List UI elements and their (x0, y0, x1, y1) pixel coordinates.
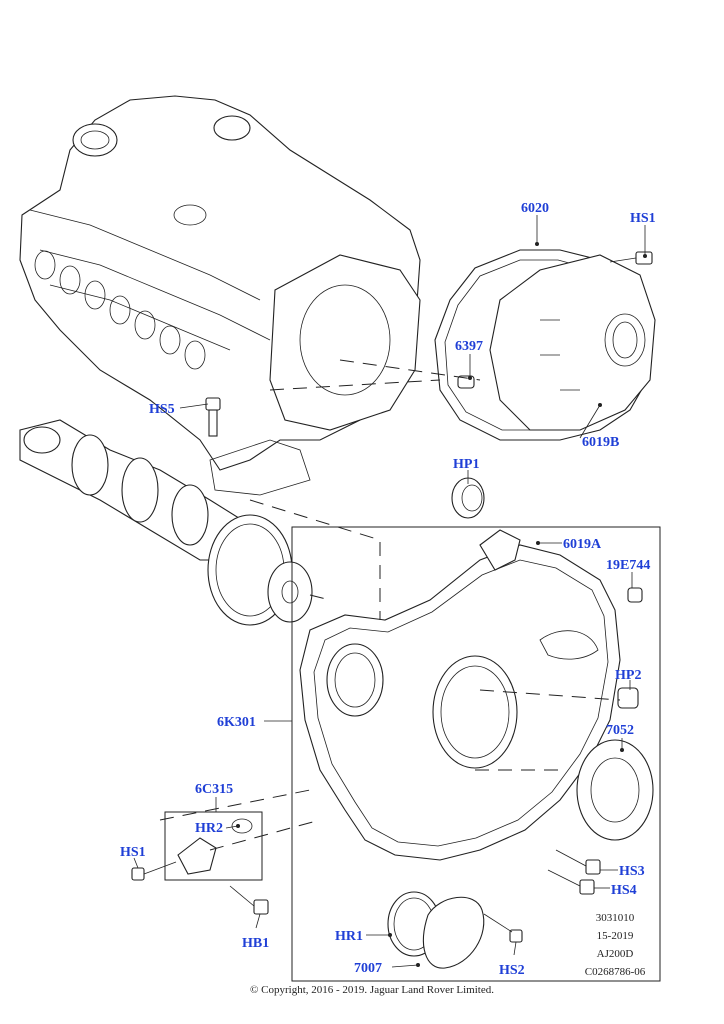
reference-line-3: AJ200D (597, 948, 634, 960)
callout-6c315: 6C315 (195, 782, 233, 797)
callout-6397: 6397 (455, 339, 483, 354)
callout-hs4: HS4 (611, 883, 637, 898)
callout-6k301: 6K301 (217, 715, 256, 730)
callout-hp1: HP1 (453, 457, 479, 472)
cover-plate-7007 (422, 896, 485, 969)
callout-6020: 6020 (521, 201, 549, 216)
callout-hb1: HB1 (242, 936, 269, 951)
callout-6019a: 6019A (563, 537, 602, 552)
reference-line-4: C0268786-06 (585, 966, 646, 978)
timing-housing-6019a (299, 529, 621, 861)
bolt-hs3 (555, 849, 601, 875)
crankshaft-illustration (19, 419, 313, 626)
callout-hs5: HS5 (149, 402, 175, 417)
callout-hr2: HR2 (195, 821, 223, 836)
sensor-group-frame (164, 811, 263, 881)
callout-hp2: HP2 (615, 668, 641, 683)
plug-hp1 (451, 477, 485, 519)
engine-ports (34, 250, 206, 370)
assembly-lines (159, 359, 621, 851)
front-cover-6019b (489, 254, 656, 431)
bolt-hs4 (547, 869, 595, 895)
callout-7007: 7007 (354, 961, 382, 976)
bolt-hs1-left (131, 861, 177, 881)
oil-seal-7052 (576, 739, 654, 841)
callout-hs1-left: HS1 (120, 845, 146, 860)
callout-hs1-top: HS1 (630, 211, 656, 226)
copyright-notice: © Copyright, 2016 - 2019. Jaguar Land Ro… (250, 984, 494, 996)
reference-block: 3031010 15-2019 AJ200D C0268786-06 (585, 912, 646, 978)
callout-hs2: HS2 (499, 963, 525, 978)
dowel-19e744 (627, 587, 643, 603)
engine-block-illustration (19, 95, 421, 496)
reference-line-1: 3031010 (596, 912, 635, 924)
callout-hr1: HR1 (335, 929, 363, 944)
callout-6019b: 6019B (582, 435, 619, 450)
plug-hp2 (617, 687, 639, 709)
bolt-hb1 (229, 885, 269, 915)
callout-labels: 6020 HS1 6397 HS5 6019B HP1 6019A 19E744… (120, 201, 656, 978)
callout-7052: 7052 (606, 723, 634, 738)
bolt-hs2 (483, 913, 523, 943)
leader-lines (133, 215, 647, 968)
bolt-hs1-top (609, 251, 653, 265)
callout-19e744: 19E744 (606, 558, 650, 573)
housing-group-frame (291, 526, 661, 982)
callout-hs3: HS3 (619, 864, 645, 879)
sensor-6c315 (177, 818, 253, 875)
reference-line-2: 15-2019 (597, 930, 634, 942)
